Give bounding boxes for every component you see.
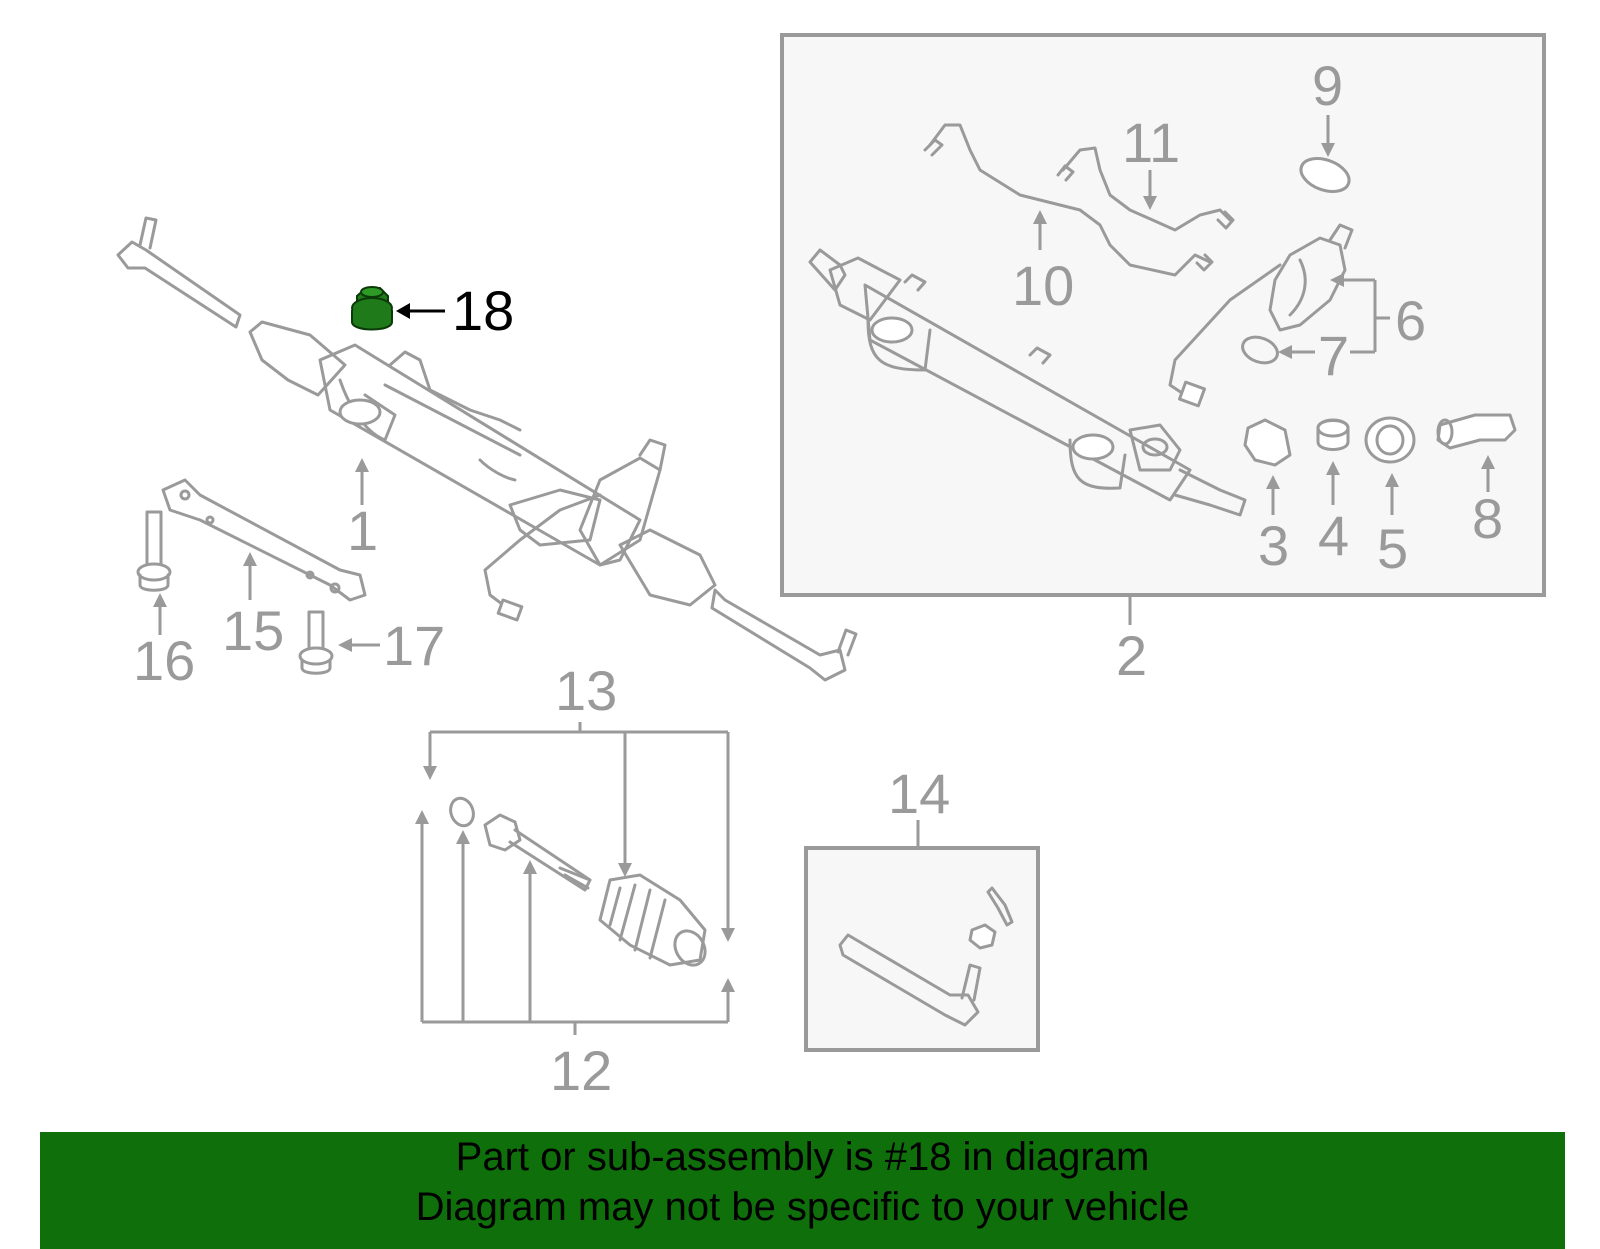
label-1-leader (355, 458, 369, 505)
label-14: 14 (888, 762, 950, 825)
label-16: 16 (133, 629, 195, 692)
label-8: 8 (1472, 487, 1503, 550)
label-5-leader (1385, 473, 1399, 515)
label-7: 7 (1318, 324, 1349, 387)
part-3-seal (1243, 418, 1292, 467)
label-12-bracket (415, 810, 735, 1035)
part-2-box (780, 33, 1546, 597)
label-6-bracket (1330, 273, 1390, 352)
label-4: 4 (1318, 504, 1349, 567)
label-18: 18 (452, 279, 514, 342)
banner-line-1: Part or sub-assembly is #18 in diagram (455, 1135, 1150, 1179)
label-7-leader (1278, 345, 1375, 359)
part-11-tube (1056, 146, 1235, 232)
part-17-bolt (298, 610, 334, 675)
part-14-box (804, 846, 1040, 1052)
label-17: 17 (383, 614, 445, 677)
label-3: 3 (1258, 514, 1289, 577)
part-7-o-ring (1241, 335, 1279, 365)
part-2-rack-housing (808, 248, 1247, 517)
part-16-bolt (136, 510, 172, 592)
label-8-leader (1481, 455, 1495, 492)
label-3-leader (1266, 475, 1280, 515)
label-15-leader (243, 552, 257, 600)
label-18-leader (396, 303, 445, 319)
part-10-tube (923, 123, 1214, 277)
part-8-sleeve (1436, 413, 1517, 450)
label-1: 1 (347, 499, 378, 562)
label-12: 12 (550, 1039, 612, 1102)
label-17-leader (338, 638, 380, 652)
label-2: 2 (1116, 624, 1147, 687)
part-14-tie-rod-end (838, 886, 1014, 1027)
part-6-valve (1168, 223, 1354, 408)
label-11: 11 (1122, 111, 1180, 174)
label-16-leader (153, 593, 167, 635)
label-6: 6 (1395, 289, 1426, 352)
steering-rack-assembly (116, 216, 858, 682)
part-4-bushing (1316, 418, 1350, 451)
part-9-cap (1299, 157, 1351, 193)
label-10-leader (1033, 210, 1047, 250)
label-4-leader (1326, 461, 1340, 505)
label-9-leader (1321, 115, 1335, 157)
banner-line-2: Diagram may not be specific to your vehi… (415, 1185, 1190, 1229)
part-13-components (449, 796, 707, 967)
label-9: 9 (1312, 54, 1343, 117)
label-13: 13 (555, 659, 617, 722)
label-10: 10 (1012, 254, 1074, 317)
info-banner: Part or sub-assembly is #18 in diagram D… (40, 1132, 1565, 1249)
label-13-bracket (423, 722, 735, 942)
part-18-nut[interactable] (351, 286, 393, 331)
label-5: 5 (1377, 517, 1408, 580)
part-5-ring (1364, 416, 1416, 464)
label-15: 15 (222, 599, 284, 662)
label-11-leader (1143, 170, 1157, 210)
part-15-bracket (161, 478, 367, 602)
